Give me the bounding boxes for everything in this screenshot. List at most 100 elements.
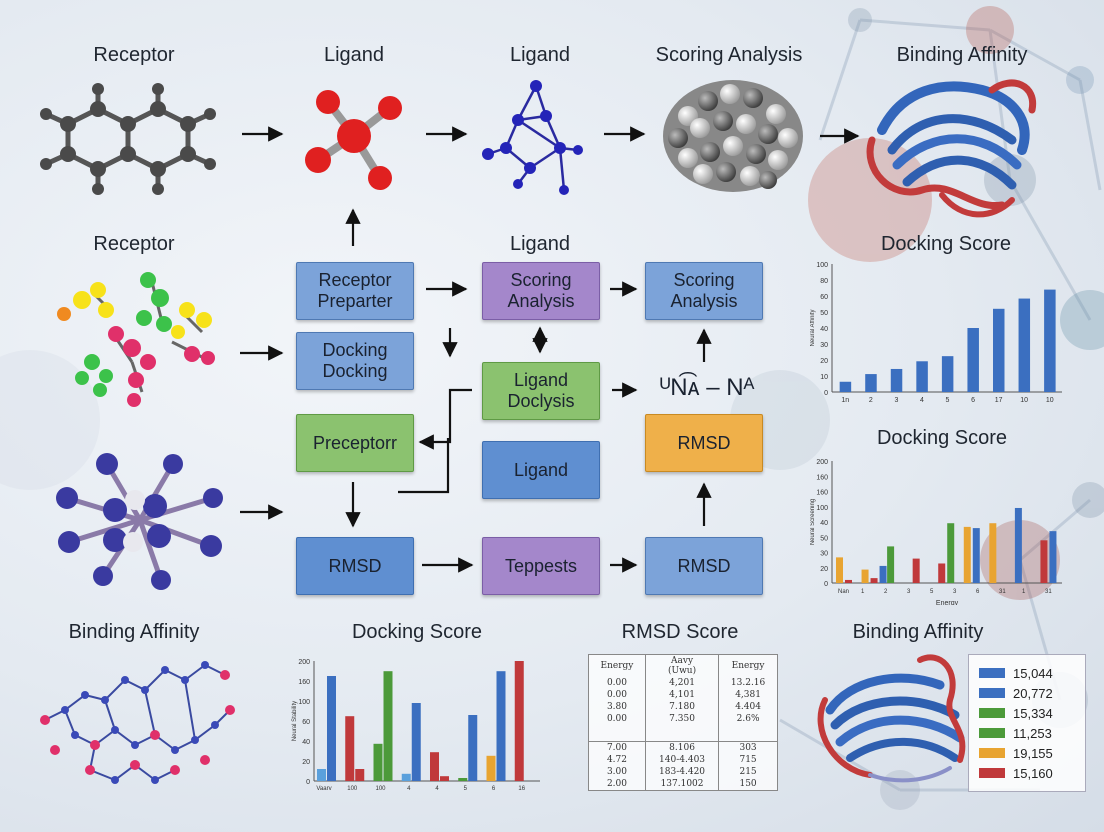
x-tick-label: 6 (492, 786, 496, 790)
bar (327, 676, 336, 781)
docking-docking-label: Docking Docking (322, 340, 388, 381)
bar (941, 356, 954, 392)
legend-label: 11,253 (1013, 725, 1052, 741)
table-cell: 4,201 (644, 677, 720, 689)
bar (1018, 298, 1031, 392)
ligand-molecule-blue (482, 80, 583, 195)
bar (865, 374, 877, 392)
table-cell: 7.350 (644, 713, 720, 725)
table-cell: 4.72 (588, 754, 646, 766)
preceptorr-box[interactable]: Preceptorr (296, 414, 414, 472)
bar (912, 558, 920, 583)
bar (1014, 507, 1022, 583)
teppests-box[interactable]: Teppests (482, 537, 600, 595)
x-tick-label: 31 (999, 589, 1006, 595)
rmsd-orange-label: RMSD (677, 432, 731, 453)
legend-swatch (979, 688, 1005, 698)
bar (993, 308, 1005, 392)
x-tick-label: 3 (953, 589, 957, 595)
rmsd-orange-box[interactable]: RMSD (645, 414, 763, 472)
label-rmsd-score: RMSD Score (621, 621, 739, 643)
y-tick-label: 200 (816, 459, 828, 466)
label-ligand-top-2: Ligand (509, 44, 571, 66)
table-cell: 2.6% (718, 713, 778, 725)
x-tick-label: 31 (1045, 589, 1052, 595)
x-tick-label: 1 (1022, 589, 1026, 595)
label-binding-affinity-top: Binding Affinity (896, 44, 1028, 66)
y-tick-label: 60 (302, 719, 310, 726)
x-tick-label: 5 (464, 786, 468, 790)
x-tick-label: Vaary (316, 786, 331, 790)
scoring-molecule-sphere (663, 80, 803, 192)
binding-molecule-network (40, 661, 235, 784)
ligand-doclysis-box[interactable]: Ligand Doclysis (482, 362, 600, 420)
y-tick-label: 10 (820, 374, 828, 381)
table-cell: 137.1002 (644, 778, 720, 791)
bar (916, 361, 928, 392)
x-tick-label: 17 (995, 397, 1003, 404)
table-header-row: Energy Aavy (Uwu) Energy (588, 654, 778, 677)
receptor-preparter-box[interactable]: Receptor Preparter (296, 262, 414, 320)
docking-docking-box[interactable]: Docking Docking (296, 332, 414, 390)
table-cell: 3.00 (588, 766, 646, 778)
table-cell: 13.2.16 (718, 677, 778, 689)
rmsd-box-1[interactable]: RMSD (296, 537, 414, 595)
ligand-box[interactable]: Ligand (482, 441, 600, 499)
table-cell: 0.00 (588, 689, 646, 701)
y-tick-label: 100 (298, 699, 310, 706)
x-tick-label: 1n (841, 397, 849, 404)
bar (468, 715, 478, 781)
bar (411, 703, 421, 781)
bar (870, 578, 878, 583)
rmsd-label-1: RMSD (328, 555, 382, 576)
y-tick-label: 50 (820, 310, 828, 317)
label-receptor-mid: Receptor (93, 233, 175, 255)
y-tick-label: 200 (298, 659, 310, 666)
table-cell: 2.00 (588, 778, 646, 791)
y-tick-label: 100 (816, 262, 828, 269)
table-header-cell: Energy (718, 654, 778, 677)
bar (845, 579, 852, 583)
x-tick-label: Nan (838, 589, 849, 595)
table-header-cell: Energy (588, 654, 646, 677)
bar (496, 671, 506, 781)
label-ligand-mid: Ligand (509, 233, 571, 255)
y-tick-label: 40 (820, 326, 828, 333)
legend-label: 15,160 (1013, 765, 1053, 781)
rmsd-box-2[interactable]: RMSD (645, 537, 763, 595)
x-tick-label: 3 (907, 589, 911, 595)
x-tick-label: 2 (869, 397, 873, 404)
receptor-preparter-label: Receptor Preparter (317, 270, 393, 311)
y-tick-label: 30 (820, 551, 828, 558)
legend-swatch (979, 748, 1005, 758)
x-tick-label: 4 (407, 786, 411, 790)
x-tick-label: 10 (1046, 397, 1054, 404)
binding-protein-ribbon-top (866, 79, 1037, 218)
x-tick-label: 100 (347, 786, 358, 790)
scoring-analysis-box-1[interactable]: Scoring Analysis (482, 262, 600, 320)
legend-label: 20,772 (1013, 685, 1053, 701)
scoring-analysis-box-2[interactable]: Scoring Analysis (645, 262, 763, 320)
y-tick-label: 80 (820, 278, 828, 285)
label-ligand-top-1: Ligand (323, 44, 385, 66)
legend-label: 19,155 (1013, 745, 1053, 761)
y-tick-label: 0 (306, 779, 310, 786)
legend-swatch (979, 728, 1005, 738)
y-tick-label: 60 (820, 294, 828, 301)
bar (355, 769, 365, 781)
bar (967, 328, 979, 392)
table-cell: 140-4.403 (644, 754, 720, 766)
x-tick-label: 4 (920, 397, 924, 404)
ligand-label: Ligand (513, 459, 569, 480)
receptor-molecule-grey (40, 83, 216, 195)
x-tick-label: 4 (435, 786, 439, 790)
bar (861, 569, 869, 583)
bar (1044, 289, 1056, 392)
ligand-molecule-red (305, 90, 402, 190)
teppests-label: Teppests (504, 555, 578, 576)
